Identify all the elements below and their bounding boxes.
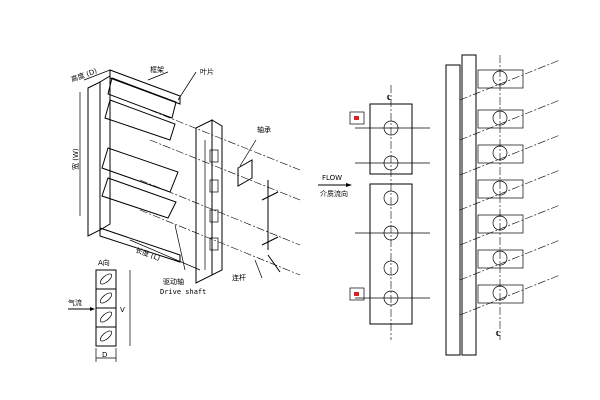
flow-direction-label: 介质流向 [320, 189, 348, 198]
airflow-label: 气流 [68, 298, 82, 307]
blade-label: 叶片 [200, 67, 214, 76]
height-label: 高度 (D) [70, 66, 99, 84]
isometric-damper [79, 69, 301, 284]
flow-label: FLOW [322, 174, 342, 182]
frame-label: 框架 [150, 65, 164, 74]
centerline-top: ℄ [387, 94, 392, 102]
centerline-bottom: ℄ [496, 330, 501, 338]
section-view-a [68, 269, 131, 362]
elevation-view [318, 85, 430, 340]
bearing-label: 轴承 [257, 125, 271, 134]
v-label: V [120, 306, 125, 314]
drive-shaft-cn-label: 驱动轴 [163, 277, 184, 286]
side-view [445, 54, 561, 356]
linkage-label: 连杆 [232, 273, 246, 282]
view-a-label: A向 [98, 258, 110, 267]
width-label: 宽 (W) [71, 148, 80, 170]
drive-shaft-label: Drive shaft [160, 288, 206, 296]
d-label: D [102, 351, 107, 359]
